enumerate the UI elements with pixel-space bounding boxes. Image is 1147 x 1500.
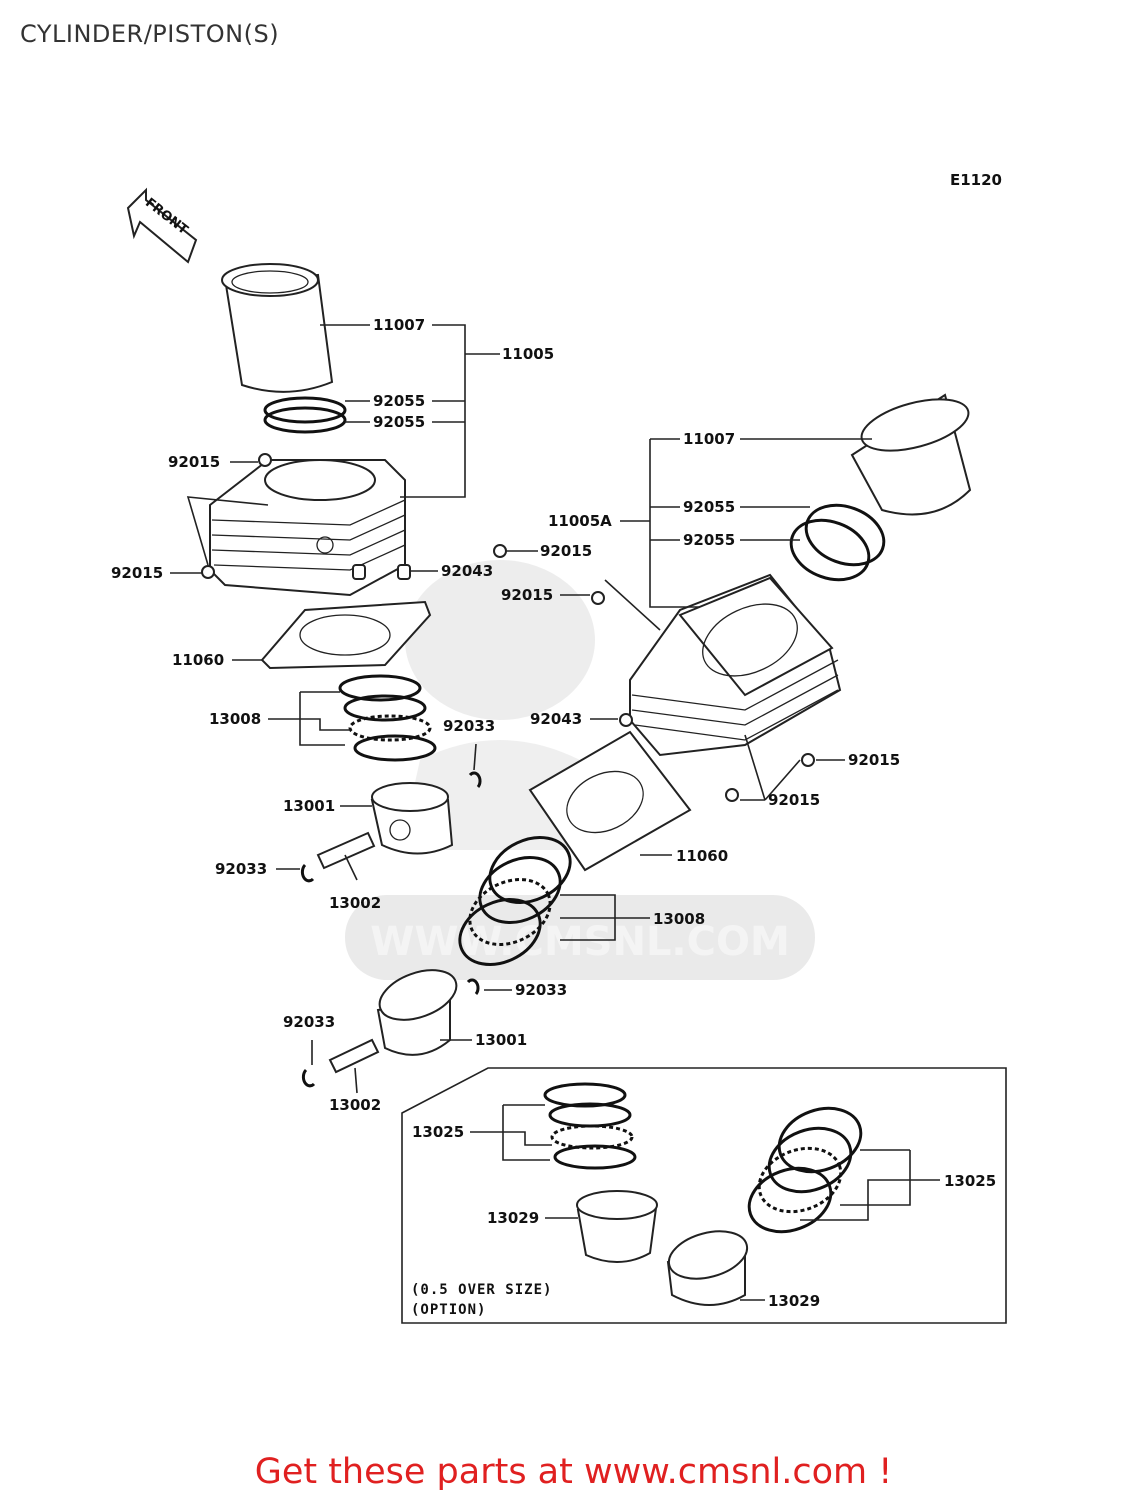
callout-11005A: 11005A	[548, 512, 612, 530]
piston-pin-right	[328, 1038, 380, 1074]
oversize-note-line2: (OPTION)	[411, 1302, 486, 1318]
callout-13002-a: 13002	[329, 894, 381, 912]
nut-icon	[619, 713, 633, 727]
oversize-note-line1: (0.5 OVER SIZE)	[411, 1282, 552, 1298]
callout-92015-r3: 92015	[768, 791, 820, 809]
callout-92015-mid: 92015	[540, 542, 592, 560]
oversize-rings-right	[747, 1106, 863, 1234]
cylinder-liner-top	[221, 263, 334, 393]
nut-icon	[725, 788, 739, 802]
page-title: CYLINDER/PISTON(S)	[20, 20, 280, 48]
gasket-left	[260, 600, 432, 670]
callout-92033-d: 92033	[283, 1013, 335, 1031]
promo-link[interactable]: Get these parts at www.cmsnl.com !	[254, 1452, 893, 1492]
diagram-code: E1120	[950, 171, 1002, 189]
front-arrow-icon: FRONT	[126, 187, 198, 264]
piston-left	[370, 782, 454, 855]
cylinder-block-right	[629, 573, 842, 757]
leader-lines	[170, 324, 940, 1301]
callout-92015-r2: 92015	[848, 751, 900, 769]
clip-icon	[468, 771, 482, 788]
callout-92043-b: 92043	[530, 710, 582, 728]
callout-13025-b: 13025	[944, 1172, 996, 1190]
callout-92033-b: 92033	[215, 860, 267, 878]
callout-13002-b: 13002	[329, 1096, 381, 1114]
callout-11060-a: 11060	[172, 651, 224, 669]
cylinder-liner-right	[850, 393, 972, 516]
callout-92043-a: 92043	[441, 562, 493, 580]
watermark-text: WWW.CMSNL.COM	[370, 919, 790, 965]
callout-11007-right: 11007	[683, 430, 735, 448]
nut-icon	[493, 544, 507, 558]
callout-11007-top: 11007	[373, 316, 425, 334]
callout-13029-b: 13029	[768, 1292, 820, 1310]
callout-92055-d: 92055	[683, 531, 735, 549]
dowel-pin-icon	[352, 564, 366, 580]
nut-icon	[591, 591, 605, 605]
nut-icon	[201, 565, 215, 579]
callout-92015-left: 92015	[111, 564, 163, 582]
oversize-piston-left	[576, 1190, 658, 1264]
callout-92033-a: 92033	[443, 717, 495, 735]
o-ring-right-2	[789, 518, 871, 582]
piston-pin-left	[316, 831, 376, 870]
o-ring-right-1	[804, 503, 886, 567]
cylinder-block-left	[209, 459, 406, 597]
callout-13008-a: 13008	[209, 710, 261, 728]
callout-13008-b: 13008	[653, 910, 705, 928]
piston-right	[376, 969, 458, 1056]
nut-icon	[801, 753, 815, 767]
oversize-rings-left	[543, 1082, 637, 1170]
clip-icon	[466, 978, 480, 995]
callout-11005: 11005	[502, 345, 554, 363]
watermark: WWW.CMSNL.COM	[345, 560, 815, 980]
callout-92033-c: 92033	[515, 981, 567, 999]
clip-icon	[300, 863, 315, 883]
callout-11060-b: 11060	[676, 847, 728, 865]
callout-92055-a: 92055	[373, 392, 425, 410]
option-box	[401, 1067, 1007, 1324]
piston-rings-right	[458, 836, 572, 966]
callout-92015-top: 92015	[168, 453, 220, 471]
o-ring-top-1	[263, 396, 347, 424]
callout-13029-a: 13029	[487, 1209, 539, 1227]
dowel-pin-icon	[397, 564, 411, 580]
gasket-right	[528, 730, 692, 872]
callout-92015-r1: 92015	[501, 586, 553, 604]
callout-92055-c: 92055	[683, 498, 735, 516]
o-ring-top-2	[263, 406, 347, 434]
nut-icon	[258, 453, 272, 467]
callout-13001-a: 13001	[283, 797, 335, 815]
callout-92055-b: 92055	[373, 413, 425, 431]
oversize-piston-right	[666, 1230, 749, 1306]
piston-rings-left	[338, 674, 437, 762]
parts-diagram: WWW.CMSNL.COM E1120 FRONT	[111, 171, 1007, 1324]
callout-13025-a: 13025	[412, 1123, 464, 1141]
clip-icon	[301, 1068, 316, 1088]
callout-labels: 11007 11005 92055 92055 92015 92015 9201…	[111, 316, 996, 1310]
callout-13001-b: 13001	[475, 1031, 527, 1049]
